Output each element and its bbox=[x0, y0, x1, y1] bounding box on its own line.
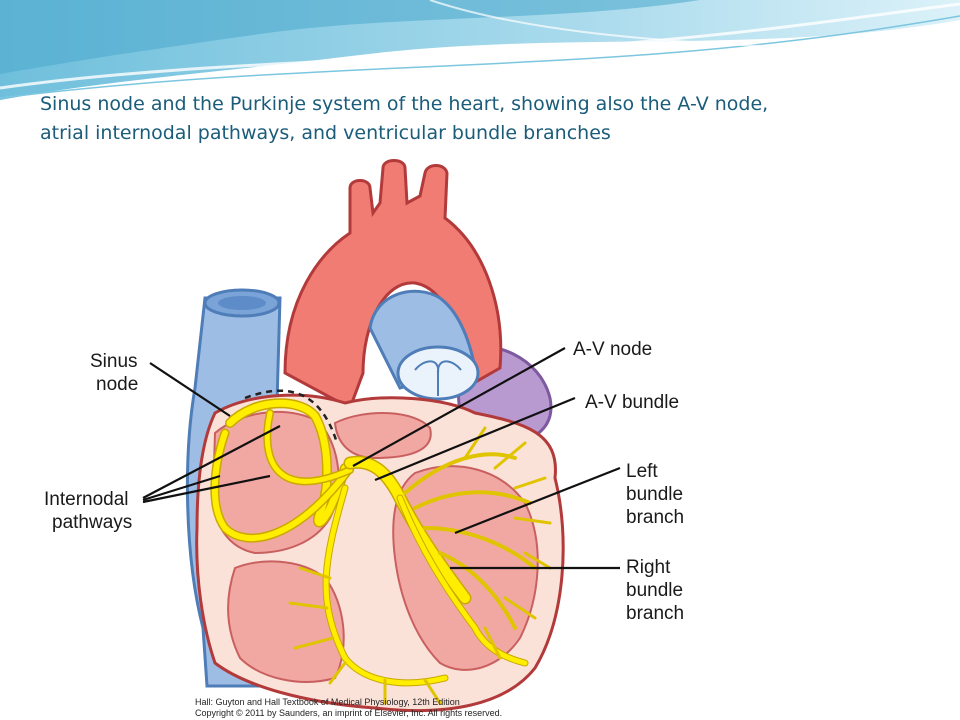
slide-title-line-2: atrial internodal pathways, and ventricu… bbox=[40, 122, 611, 144]
dashed-pathway bbox=[244, 389, 339, 444]
label-pointer-lines bbox=[142, 347, 621, 570]
label-left-bundle-branch: Left bundle branch bbox=[626, 460, 684, 529]
label-av-bundle: A-V bundle bbox=[585, 391, 679, 414]
label-internodal-line-1: Internodal bbox=[44, 489, 129, 510]
label-left-bundle-line-1: Left bbox=[626, 461, 658, 482]
label-left-bundle-line-3: branch bbox=[626, 507, 685, 528]
aortic-arch bbox=[283, 159, 503, 411]
slide-title-line-1: Sinus node and the Purkinje system of th… bbox=[40, 93, 769, 115]
label-sinus-node: Sinus node bbox=[90, 350, 138, 396]
label-sinus-node-line-2: node bbox=[96, 374, 139, 395]
conduction-system bbox=[210, 398, 552, 705]
label-right-bundle-line-1: Right bbox=[626, 557, 671, 578]
header-wave-banner bbox=[0, 0, 960, 100]
heart-conduction-diagram bbox=[142, 159, 621, 713]
figure-credit-line-1: Hall: Guyton and Hall Textbook of Medica… bbox=[195, 697, 460, 707]
figure-credit: Hall: Guyton and Hall Textbook of Medica… bbox=[195, 697, 502, 719]
label-right-bundle-branch: Right bundle branch bbox=[626, 556, 684, 625]
label-right-bundle-line-2: bundle bbox=[626, 580, 684, 601]
label-internodal-line-2: pathways bbox=[52, 512, 133, 533]
label-av-bundle-text: A-V bundle bbox=[585, 392, 680, 413]
label-internodal-pathways: Internodal pathways bbox=[44, 488, 132, 534]
label-av-node: A-V node bbox=[573, 338, 652, 361]
label-left-bundle-line-2: bundle bbox=[626, 484, 684, 505]
figure-credit-line-2: Copyright © 2011 by Saunders, an imprint… bbox=[195, 708, 503, 718]
slide-title: Sinus node and the Purkinje system of th… bbox=[40, 90, 940, 148]
label-right-bundle-line-3: branch bbox=[626, 603, 685, 624]
label-av-node-text: A-V node bbox=[573, 339, 653, 360]
label-sinus-node-line-1: Sinus bbox=[90, 351, 138, 372]
left-atrium bbox=[333, 411, 432, 460]
